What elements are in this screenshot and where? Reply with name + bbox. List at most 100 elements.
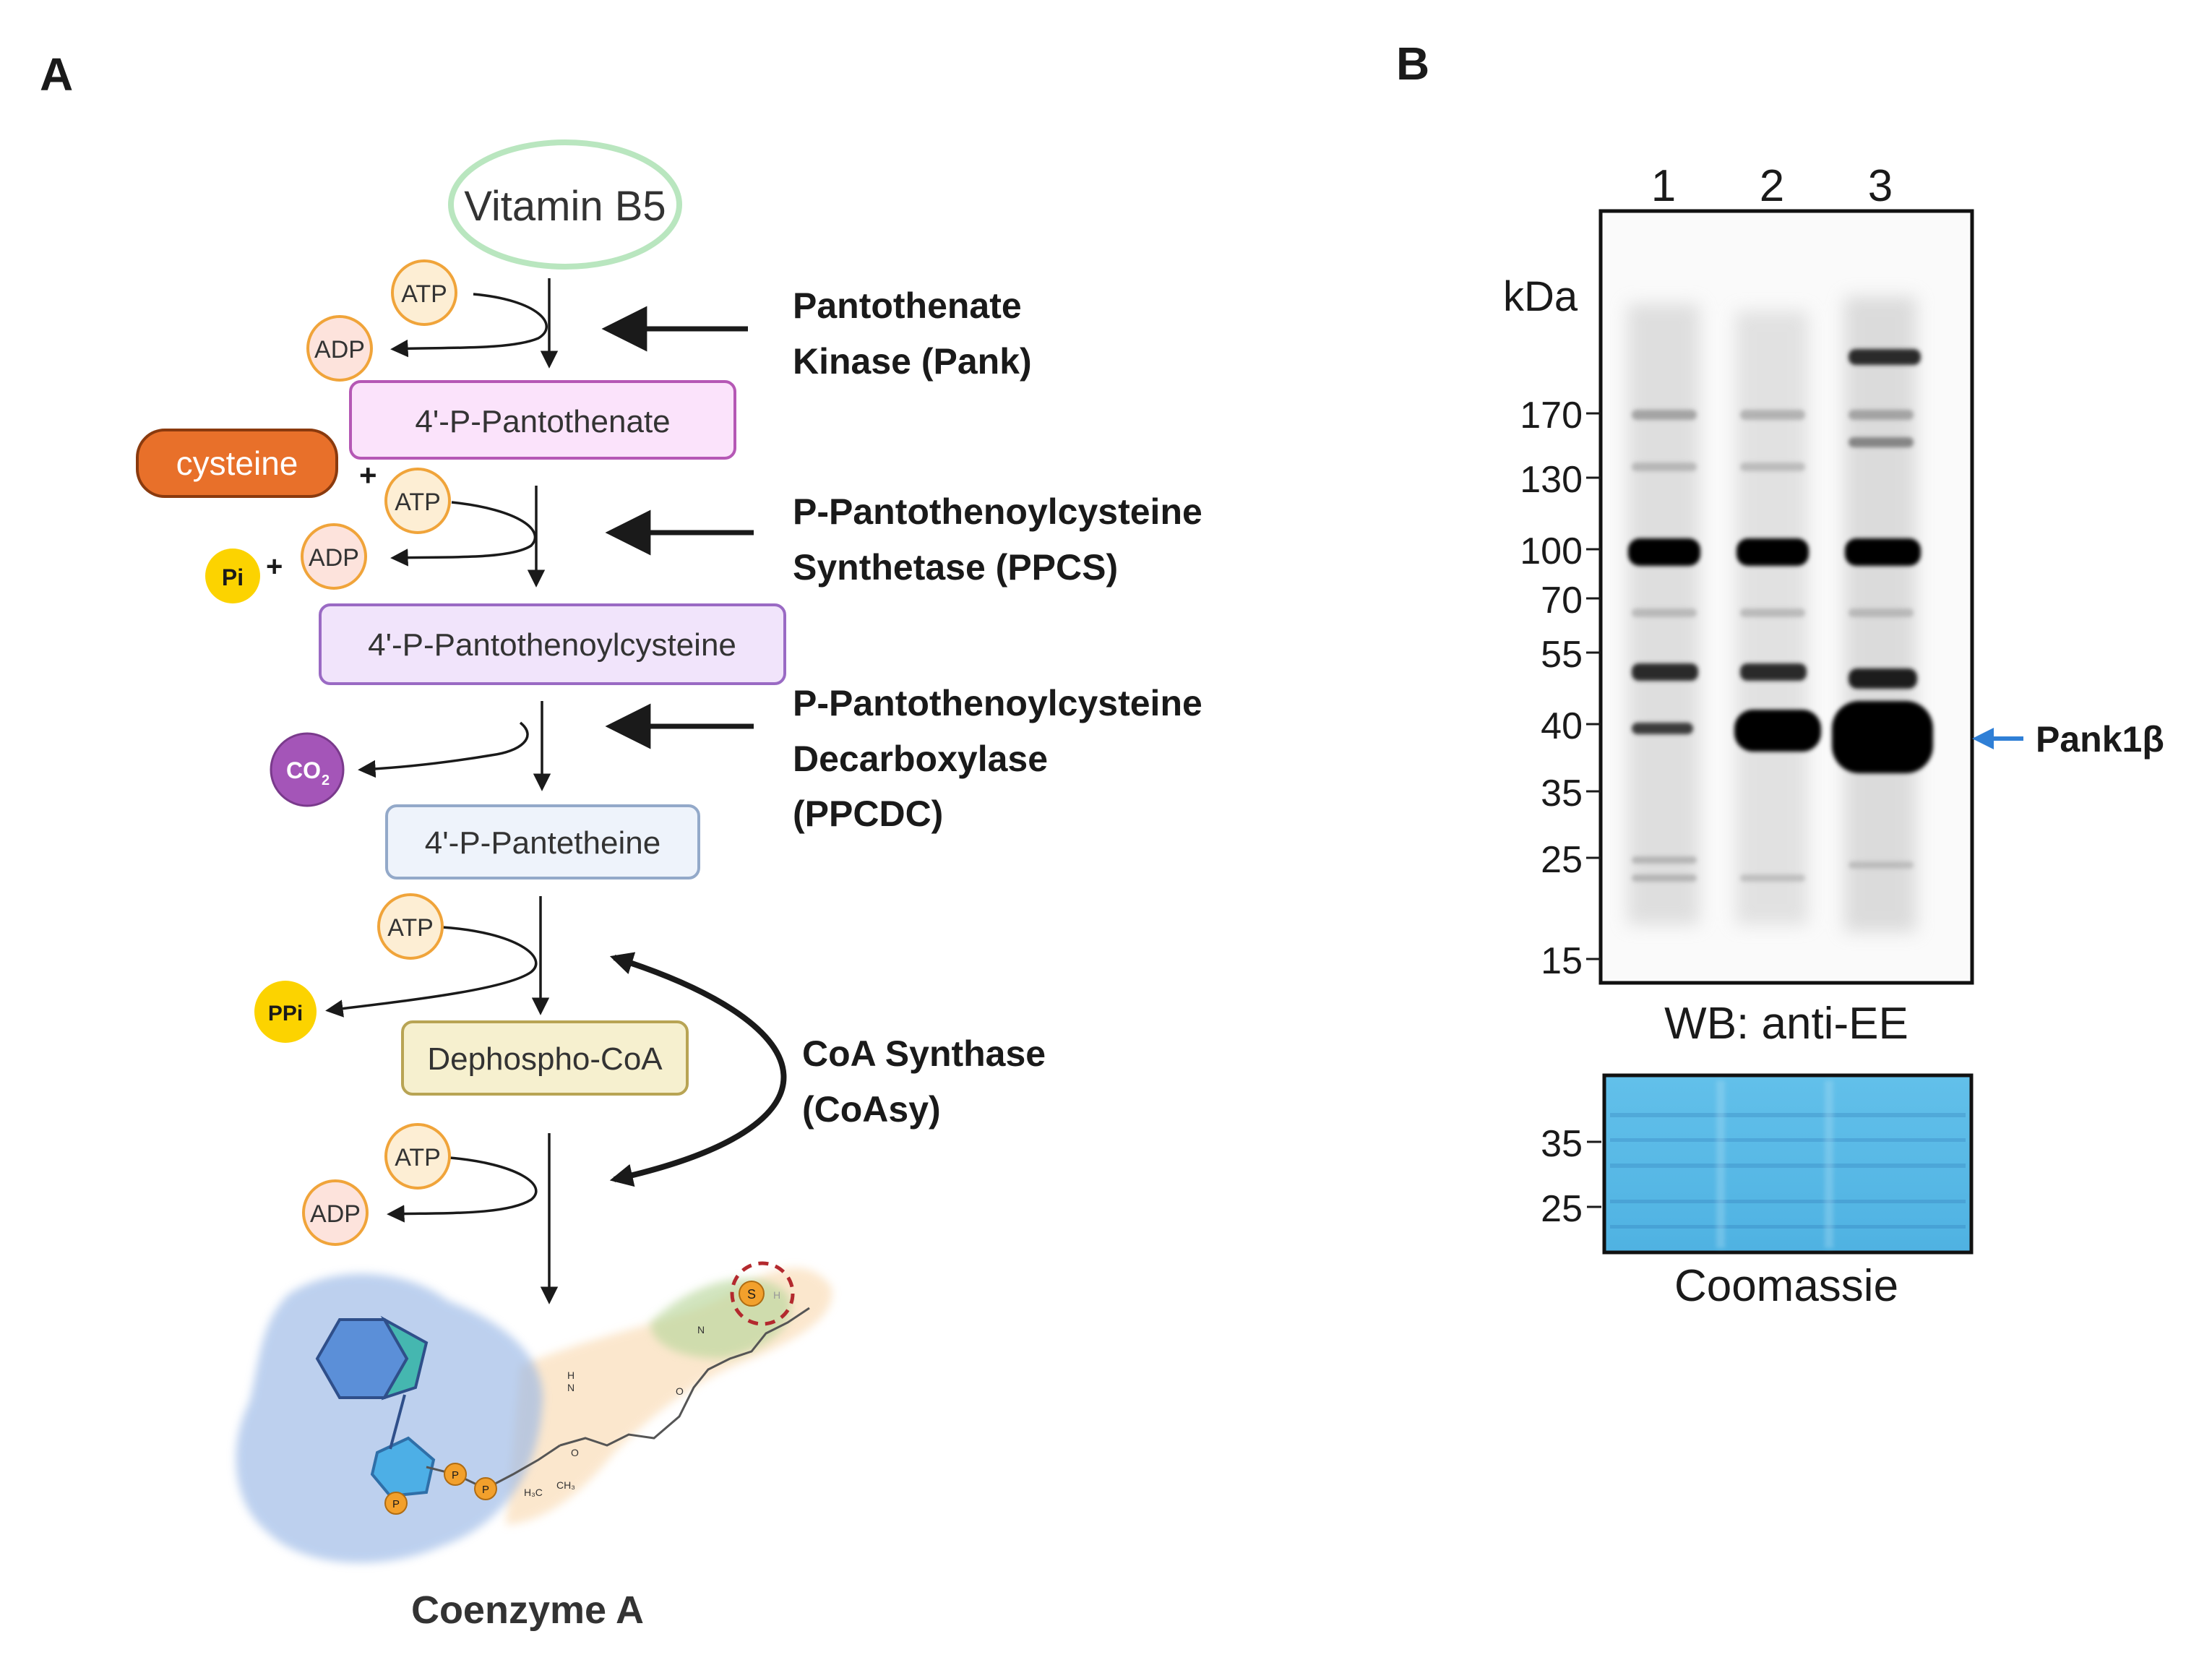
atp-label: ATP (401, 280, 447, 308)
p-pantothenate-box (349, 380, 736, 460)
coenzyme-a-structure: P P P H₃C CH₃ O N H O N S H (236, 1261, 832, 1563)
atp-label: ATP (395, 1144, 441, 1171)
adp-label: ADP (309, 544, 359, 572)
ppcdc-label-line3: (PPCDC) (793, 794, 943, 834)
marker-label-70: 70 (1541, 580, 1583, 622)
ppcdc-label-line2: Decarboxylase (793, 739, 1048, 779)
sulfur-atom-label: S (747, 1287, 756, 1302)
phosphate-atom-label: P (482, 1484, 489, 1496)
methyl-label: CH₃ (556, 1479, 575, 1491)
pi-icon (205, 549, 260, 603)
atp-label: ATP (387, 914, 434, 942)
step5-atp-adp-arrow (387, 1156, 538, 1223)
marker-label-15: 15 (1541, 940, 1583, 982)
ppi-icon (254, 981, 317, 1043)
co2-label: CO (286, 757, 321, 783)
phosphate-icon (384, 1492, 408, 1515)
marker-label-55: 55 (1541, 634, 1583, 676)
phosphate-atom-label: P (392, 1498, 400, 1510)
phosphate-icon (474, 1477, 497, 1500)
atp-label: ATP (395, 489, 441, 516)
marker-label-170: 170 (1520, 395, 1583, 436)
coasy-label-line1: CoA Synthase (802, 1033, 1046, 1074)
p-pantetheine-label: 4'-P-Pantetheine (425, 825, 660, 861)
lane-label-2: 2 (1760, 161, 1784, 211)
cysteine-pill (136, 429, 338, 498)
coomassie-bands (1610, 1113, 1966, 1229)
adp-icon (306, 315, 373, 382)
coomassie-marker-label-25: 25 (1541, 1188, 1583, 1230)
atp-icon (384, 468, 451, 534)
pank-label-line1: Pantothenate (793, 285, 1022, 326)
adenosine-blob (236, 1273, 543, 1563)
blot-marker-ladder: 170 130 100 70 55 40 35 25 15 (1520, 395, 1601, 982)
adp-icon (302, 1179, 369, 1246)
marker-label-40: 40 (1541, 705, 1583, 747)
marker-label-100: 100 (1520, 530, 1583, 572)
nitrogen-label: N (697, 1324, 705, 1336)
ppcdc-label-line1: P-Pantothenoylcysteine (793, 683, 1202, 723)
western-blot (1598, 209, 1974, 985)
lane-label-1: 1 (1651, 161, 1676, 211)
coomassie-caption: Coomassie (1674, 1261, 1898, 1311)
ppi-label: PPi (268, 1002, 303, 1025)
hydrogen-label: H (773, 1289, 780, 1301)
phosphate-icon (444, 1463, 467, 1486)
thiol-highlight-circle (730, 1261, 795, 1326)
cysteine-label: cysteine (176, 444, 298, 482)
co2-subscript: 2 (322, 773, 330, 788)
adenine-pentagon (380, 1315, 429, 1401)
blot-caption: WB: anti-EE (1664, 999, 1908, 1049)
kda-label: kDa (1503, 273, 1578, 320)
atp-icon (377, 893, 444, 960)
nitrogen-label: N (567, 1382, 574, 1393)
panel-b-label: B (1396, 38, 1429, 90)
lane-label-3: 3 (1868, 161, 1893, 211)
step3-co2-arrow (358, 721, 529, 778)
coomassie-membrane (1602, 1073, 1974, 1255)
pi-label: Pi (222, 564, 244, 590)
coomassie-marker-label-35: 35 (1541, 1123, 1583, 1165)
coomassie-gel (1602, 1073, 1974, 1255)
step4-atp-ppi-arrow (325, 926, 538, 1018)
dephospho-coa-label: Dephospho-CoA (427, 1041, 663, 1077)
panel-a-label: A (40, 48, 73, 100)
faint-bands (1632, 410, 1914, 882)
marker-label-130: 130 (1520, 459, 1583, 501)
p-pantothenate-label: 4'-P-Pantothenate (415, 404, 670, 439)
panel-a: A Vitamin B5 ATP ADP 4'-P-Pantothenate c… (40, 48, 1202, 1632)
glycosidic-bond (389, 1394, 406, 1450)
p-pantothenoylcysteine-label: 4'-P-Pantothenoylcysteine (368, 627, 736, 663)
panel-b: B 1 2 3 kDa (1396, 38, 2164, 1311)
vitamin-b5-ellipse (448, 139, 682, 270)
oxygen-label: O (571, 1447, 579, 1458)
coasy-label-line2: (CoAsy) (802, 1089, 941, 1130)
plus-sign: + (266, 551, 283, 582)
plus-sign: + (359, 458, 377, 492)
marker-label-35: 35 (1541, 773, 1583, 814)
atp-icon (384, 1123, 451, 1190)
pank-label-line2: Kinase (Pank) (793, 341, 1032, 382)
step2-atp-adp-arrow (390, 501, 536, 567)
adp-label: ADP (314, 336, 365, 364)
adp-icon (301, 523, 367, 590)
coenzyme-a-label: Coenzyme A (411, 1588, 644, 1632)
pank1b-label: Pank1β (2036, 719, 2164, 760)
pantetheine-chain (559, 1307, 810, 1447)
p-pantetheine-box (385, 804, 700, 880)
atp-icon (391, 259, 457, 326)
co2-icon (270, 732, 345, 807)
coomassie-lane-gaps (1716, 1080, 1833, 1248)
vitamin-b5-label: Vitamin B5 (464, 183, 666, 230)
p-pantothenoylcysteine-box (319, 603, 786, 685)
methyl-label: H₃C (524, 1487, 543, 1498)
coasy-double-arrow (609, 952, 787, 1187)
adp-label: ADP (310, 1200, 361, 1228)
phosphate-atom-label: P (452, 1469, 459, 1481)
oxygen-label: O (676, 1385, 684, 1397)
sulfur-icon (739, 1281, 765, 1307)
ppcs-label-line1: P-Pantothenoylcysteine (793, 491, 1202, 532)
marker-label-25: 25 (1541, 839, 1583, 881)
strong-bands (1628, 349, 1933, 773)
